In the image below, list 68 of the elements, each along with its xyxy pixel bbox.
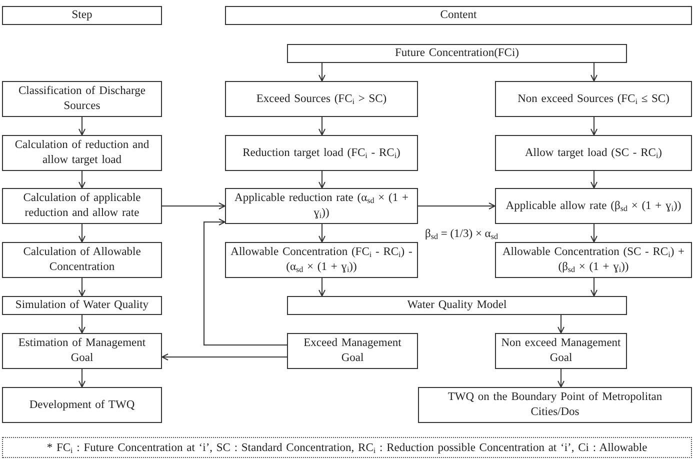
arrow	[318, 62, 326, 82]
arrow	[204, 218, 288, 346]
process-box	[287, 333, 418, 369]
box-text: Exceed Management Goal	[302, 336, 402, 366]
process-box	[2, 135, 162, 171]
process-box	[418, 387, 692, 423]
box-text: Future Concentration(FCi)	[394, 46, 520, 61]
box-text: Calculation of Allowable Concentration	[22, 245, 142, 275]
arrow	[78, 278, 86, 296]
process-box	[2, 333, 162, 369]
arrow	[590, 116, 598, 136]
process-box	[495, 135, 692, 171]
arrow	[78, 170, 86, 188]
process-box	[2, 188, 162, 224]
arrow	[78, 116, 86, 136]
box-text: Allow target load (SC - RC$_{i}$)	[524, 146, 664, 160]
box-text: Calculation of reduction and allow target load	[14, 138, 150, 168]
arrow	[162, 354, 288, 360]
arrow	[590, 278, 598, 296]
box-text: Classification of Discharge Sources	[18, 84, 146, 114]
arrow	[318, 224, 326, 242]
arrow	[558, 314, 564, 334]
box-text: Development of TWQ	[28, 398, 136, 412]
process-box	[495, 188, 692, 224]
arrow	[78, 224, 86, 242]
arrow	[78, 314, 86, 334]
box-text: Reduction target load (FC$_{i}$ - RC$_{i}$)	[242, 146, 402, 160]
header-box	[225, 6, 692, 25]
arrow	[318, 170, 326, 188]
box-text: Applicable reduction rate (α$_{sd}$ × (1 + ɣ$_{i}$))	[234, 191, 410, 221]
box-text: Allowable Concentration (SC - RC$_{i}$) + (β$_{sd}$ × (1 + ɣ$_{i}$))	[501, 245, 686, 275]
arrow	[590, 170, 598, 188]
header-box	[2, 6, 162, 25]
box-text: Applicable allow rate (β$_{sd}$ × (1 + ɣ$_{i}$))	[504, 198, 682, 214]
box-text: TWQ on the Boundary Point of Metropolitan Cities/Dos	[446, 390, 664, 420]
arrow	[318, 278, 326, 296]
process-box	[2, 81, 162, 117]
process-box	[2, 387, 162, 423]
box-text: Estimation of Management Goal	[17, 336, 147, 366]
arrow	[590, 224, 598, 242]
arrow	[590, 62, 598, 82]
process-box	[495, 81, 692, 117]
arrow	[78, 368, 86, 388]
process-box	[495, 242, 692, 278]
box-text: Allowable Concentration (FC$_{i}$ - RC$_{i}$) - (α$_{sd}$ × (1 + ɣ$_{i}$))	[230, 245, 414, 275]
footnote-box	[2, 437, 692, 458]
process-box	[2, 242, 162, 278]
formula-note: β$_{sd}$ = (1/3) × α$_{sd}$	[425, 228, 498, 240]
arrow	[418, 202, 496, 210]
process-box	[287, 296, 627, 315]
box-text: Content	[439, 8, 478, 23]
box-text: Non exceed Sources (FC$_{i}$ ≤ SC)	[516, 92, 670, 106]
arrow	[162, 202, 226, 210]
process-box	[225, 135, 418, 171]
box-text: Non exceed Management Goal	[500, 336, 622, 366]
arrow	[558, 368, 564, 388]
box-text: Exceed Sources (FC$_{i}$ > SC)	[255, 92, 388, 106]
process-box	[225, 81, 418, 117]
footnote-text: * FC$_{i}$ : Future Concentration at ‘i’, SC : Standard Concentration, RC$_{i}$ : Reduction possible Concentration at ‘i’, Ci : Allowable	[46, 441, 648, 456]
box-text: Calculation of applicable reduction and allow rate	[22, 191, 142, 221]
box-text: Simulation of Water Quality	[14, 298, 150, 313]
process-box	[2, 296, 162, 315]
process-box	[225, 188, 418, 224]
process-box	[287, 44, 627, 63]
box-text: Water Quality Model	[406, 298, 508, 313]
arrow	[318, 116, 326, 136]
box-text: Step	[70, 8, 94, 23]
process-box	[495, 333, 627, 369]
